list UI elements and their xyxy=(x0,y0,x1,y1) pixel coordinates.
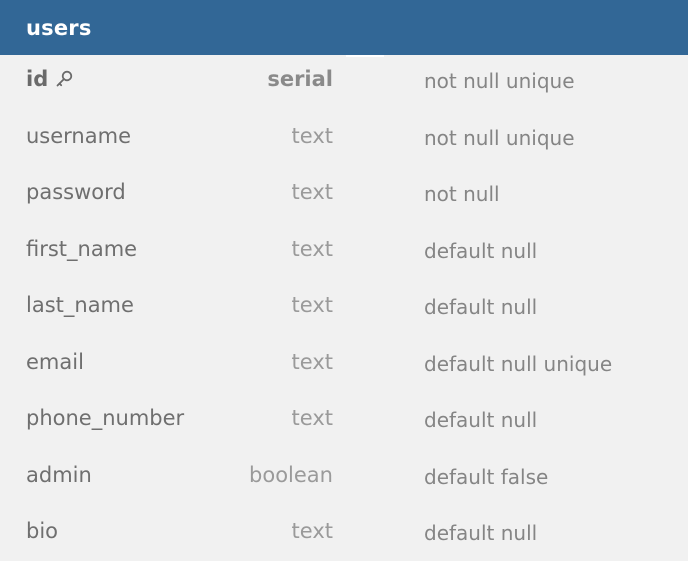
column-type: serial xyxy=(267,67,333,91)
column-name: first_name xyxy=(26,236,138,261)
column-name: admin xyxy=(26,462,92,487)
table-row: last_name text default null xyxy=(0,281,688,338)
column-constraint: default null xyxy=(424,521,538,545)
column-type: text xyxy=(291,349,333,374)
column-constraint: default null unique xyxy=(424,351,613,376)
column-name: last_name xyxy=(26,293,134,317)
column-name: phone_number xyxy=(26,406,185,430)
column-constraint: not null unique xyxy=(424,69,575,93)
column-type: text xyxy=(291,406,333,430)
column-list: id serial not null unique username text … xyxy=(0,55,688,564)
table-title: users xyxy=(26,15,92,40)
column-constraint: default null xyxy=(424,238,538,263)
column-type: text xyxy=(291,293,333,317)
column-constraint: default null xyxy=(424,295,538,319)
column-constraint: default null xyxy=(424,408,538,432)
table-row: first_name text default null xyxy=(0,225,688,282)
table-row: email text default null unique xyxy=(0,338,688,395)
column-type: boolean xyxy=(249,462,333,487)
table-row: bio text default null xyxy=(0,507,688,564)
table-header: users xyxy=(0,0,688,55)
column-constraint: not null xyxy=(424,182,500,206)
table-row: admin boolean default false xyxy=(0,451,688,508)
key-icon xyxy=(56,70,73,87)
column-name: username xyxy=(26,123,131,148)
column-type: text xyxy=(291,236,333,261)
column-constraint: not null unique xyxy=(424,125,575,150)
table-row: id serial not null unique xyxy=(0,55,688,112)
column-name: email xyxy=(26,349,84,374)
column-name: password xyxy=(26,180,126,204)
column-type: text xyxy=(291,519,333,543)
table-row: password text not null xyxy=(0,168,688,225)
column-type: text xyxy=(291,180,333,204)
column-name-label: id xyxy=(26,67,49,91)
column-constraint: default false xyxy=(424,464,549,489)
table-row: phone_number text default null xyxy=(0,394,688,451)
column-name: bio xyxy=(26,519,59,543)
column-type: text xyxy=(291,123,333,148)
column-name: id xyxy=(26,67,74,91)
header-divider xyxy=(346,55,384,57)
table-row: username text not null unique xyxy=(0,112,688,169)
